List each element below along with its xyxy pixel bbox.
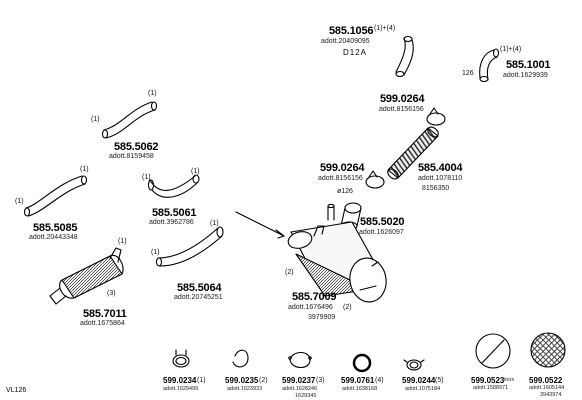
- adott: adott.1676496: [288, 304, 333, 311]
- pipe-585-1001: [479, 48, 500, 83]
- note: (1): [80, 166, 89, 173]
- pipe-585-5061: [147, 174, 200, 198]
- adott: adott.1628246: [282, 386, 318, 392]
- adott: adott.1626097: [359, 229, 404, 236]
- note: 126: [462, 70, 474, 77]
- note: (2): [259, 377, 268, 384]
- part-number-585-5061: 585.5061: [152, 207, 197, 219]
- flex-hose-585-4004: [387, 126, 439, 180]
- adott: adott.1605144: [529, 385, 565, 391]
- part-number-585-5064: 585.5064: [177, 282, 222, 294]
- clamp-599-0244: [403, 359, 425, 371]
- part-number-585-1001: 585.1001: [506, 59, 551, 71]
- part-number-599-0234: 599.0234: [163, 376, 197, 385]
- adott: adott.1629499: [163, 386, 199, 392]
- part-number-599-0522: 599.0522: [529, 376, 563, 385]
- adott: adott.8156156: [379, 106, 424, 113]
- note: (1): [148, 90, 157, 97]
- clamp-599-0235: [232, 349, 249, 368]
- clamp-599-0264-top: [426, 107, 446, 126]
- plate-599-0523: [475, 333, 511, 369]
- note: (1): [151, 249, 160, 256]
- adott: adott.1629939: [503, 72, 548, 79]
- part-number-599-0264-b: 599.0264: [320, 162, 365, 174]
- note: (3): [107, 290, 116, 297]
- part-number-599-0235: 599.0235: [225, 376, 259, 385]
- part-number-585-5085: 585.5085: [33, 222, 78, 234]
- grid-599-0522: [530, 332, 566, 368]
- note: (1): [191, 168, 200, 175]
- adott: adott.1623933: [227, 386, 263, 392]
- note: (1): [91, 116, 100, 123]
- silencer-585-7009: [287, 221, 387, 303]
- adott: adott.3962786: [149, 219, 194, 226]
- part-number-585-4004: 585.4004: [418, 162, 463, 174]
- note: (2): [285, 269, 294, 276]
- adott: 3979909: [308, 314, 336, 321]
- note: (2): [343, 304, 352, 311]
- adott: adott.1675864: [80, 320, 125, 327]
- note: (1)+(4): [374, 25, 396, 32]
- part-number-585-1056: 585.1056: [329, 25, 374, 37]
- adott: adott.1638168: [342, 386, 378, 392]
- clamp-599-0234: [172, 349, 190, 368]
- note: (1): [118, 238, 127, 245]
- note: ø126: [337, 188, 353, 195]
- adott: adott.20443348: [29, 234, 78, 241]
- adott: adott.20745251: [174, 294, 223, 301]
- adott: adott.1075184: [405, 386, 441, 392]
- adott: 1629345: [295, 393, 317, 399]
- pipe-585-5085: [23, 175, 88, 217]
- pipe-585-5062: [101, 101, 158, 139]
- adott: adott.20409095: [321, 38, 370, 45]
- part-number-599-0761: 599.0761: [341, 376, 375, 385]
- silencer-585-7011: [49, 247, 124, 305]
- diagram-code: VL126: [6, 387, 27, 394]
- part-number-585-7011: 585.7011: [83, 308, 127, 320]
- direction-arrow: [235, 211, 285, 239]
- adott: 3943974: [540, 392, 562, 398]
- clamp-599-0264-mid: [365, 170, 385, 189]
- part-number-599-0264: 599.0264: [380, 93, 425, 105]
- pipe-585-1056: [395, 35, 414, 78]
- note: (3): [316, 377, 325, 384]
- adott: adott.1078110: [418, 175, 463, 182]
- note: (1): [142, 174, 151, 181]
- adott: adott.8156156: [318, 175, 363, 182]
- model-label: D12A: [343, 48, 368, 57]
- part-number-585-5062: 585.5062: [114, 141, 159, 153]
- note: (1): [197, 377, 206, 384]
- ring-599-0761: [352, 353, 372, 373]
- part-number-599-0244: 599.0244: [402, 376, 436, 385]
- part-number-599-0523: 599.0523: [471, 376, 505, 385]
- note: (1): [210, 220, 219, 227]
- part-number-599-0237: 599.0237: [282, 376, 316, 385]
- note: (1)+(4): [500, 46, 522, 53]
- note: (1): [15, 198, 24, 205]
- part-number-585-7009: 585.7009: [292, 291, 337, 303]
- note: inox: [504, 377, 515, 383]
- pipe-585-5064: [155, 226, 224, 267]
- note: (5): [435, 377, 444, 384]
- part-number-585-5020: 585.5020: [360, 216, 405, 228]
- adott: 8156350: [422, 185, 450, 192]
- adott: adott.8159458: [109, 153, 154, 160]
- clamp-599-0237: [288, 351, 312, 369]
- note: (4): [375, 377, 384, 384]
- adott: adott.1588971: [473, 385, 509, 391]
